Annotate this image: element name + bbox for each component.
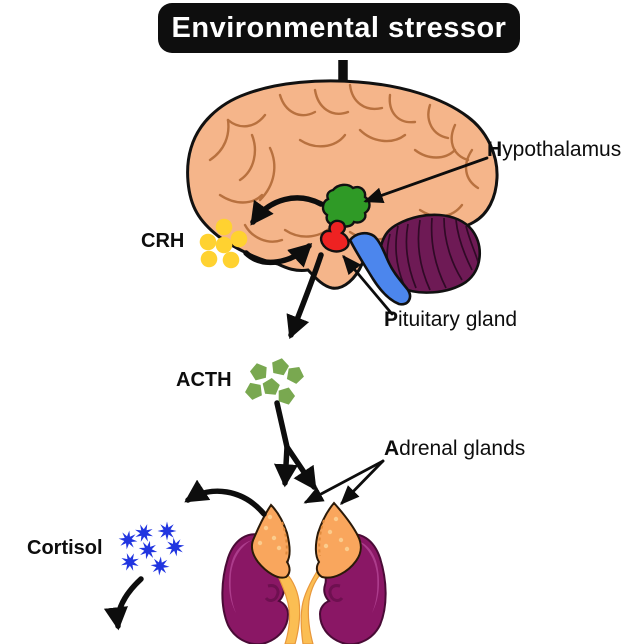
crh-dot bbox=[199, 233, 217, 251]
right-kidney-highlight bbox=[356, 540, 380, 613]
left-kidney-hilum bbox=[264, 584, 280, 602]
left-adrenal-gland bbox=[250, 503, 291, 579]
cerebellum-folia-lines bbox=[386, 217, 479, 291]
arrow-acth-to-left-adrenal bbox=[273, 400, 299, 488]
arrow-hypothalamus-to-crh bbox=[250, 195, 324, 226]
cortisol-star bbox=[157, 521, 177, 541]
cortisol-star bbox=[117, 549, 143, 575]
left-ureter bbox=[275, 569, 301, 644]
kidneys-and-adrenals bbox=[221, 501, 387, 644]
crh-molecules bbox=[199, 218, 248, 269]
label-acth: ACTH bbox=[176, 369, 232, 391]
acth-pentagon bbox=[270, 356, 291, 376]
crh-dot bbox=[230, 230, 248, 248]
pointer-pituitary-label bbox=[342, 254, 394, 316]
label-cortisol: Cortisol bbox=[27, 537, 103, 559]
crh-dot bbox=[200, 250, 218, 268]
brain-gyri bbox=[208, 83, 480, 243]
acth-pentagon bbox=[242, 379, 265, 402]
cortisol-star bbox=[149, 555, 171, 577]
cortisol-star bbox=[117, 529, 139, 551]
arrow-pituitary-to-acth bbox=[286, 252, 324, 340]
crh-dot bbox=[222, 251, 240, 269]
right-kidney-hilum bbox=[328, 584, 344, 602]
brain bbox=[186, 79, 499, 306]
hypothalamus-shape bbox=[321, 183, 371, 228]
adrenal-gland-spots bbox=[257, 514, 350, 552]
adrenal-gland-creases bbox=[281, 519, 325, 557]
arrow-acth-to-right-adrenal bbox=[284, 444, 317, 491]
label-crh: CRH bbox=[141, 230, 185, 252]
title-text: Environmental stressor bbox=[171, 11, 507, 44]
pointer-adrenal-label-right bbox=[340, 459, 385, 506]
arrow-cortisol-output bbox=[103, 576, 144, 631]
acth-molecules bbox=[242, 356, 307, 406]
label-pituitary-gland: Pituitary gland bbox=[384, 308, 518, 331]
brainstem bbox=[348, 231, 412, 306]
label-hypothalamus: Hypothalamus bbox=[487, 138, 622, 161]
arrow-adrenal-to-cortisol bbox=[184, 479, 267, 517]
crh-dot bbox=[215, 218, 233, 236]
arrow-crh-to-pituitary bbox=[243, 242, 313, 268]
pituitary-shape bbox=[319, 219, 350, 253]
label-adrenal-glands: Adrenal glands bbox=[384, 437, 526, 460]
cortisol-star bbox=[136, 538, 160, 562]
pointer-adrenal-label-left bbox=[303, 459, 385, 504]
right-adrenal-gland bbox=[314, 501, 362, 579]
crh-dot bbox=[215, 236, 233, 254]
acth-pentagon bbox=[248, 361, 270, 382]
acth-pentagon bbox=[261, 377, 281, 396]
title-banner: Environmental stressor bbox=[158, 3, 520, 53]
right-ureter bbox=[300, 567, 327, 644]
cortisol-molecules bbox=[117, 520, 187, 577]
flow-arrows bbox=[103, 156, 489, 631]
pointer-hypothalamus-label bbox=[363, 156, 489, 204]
left-kidney-highlight bbox=[228, 540, 252, 613]
